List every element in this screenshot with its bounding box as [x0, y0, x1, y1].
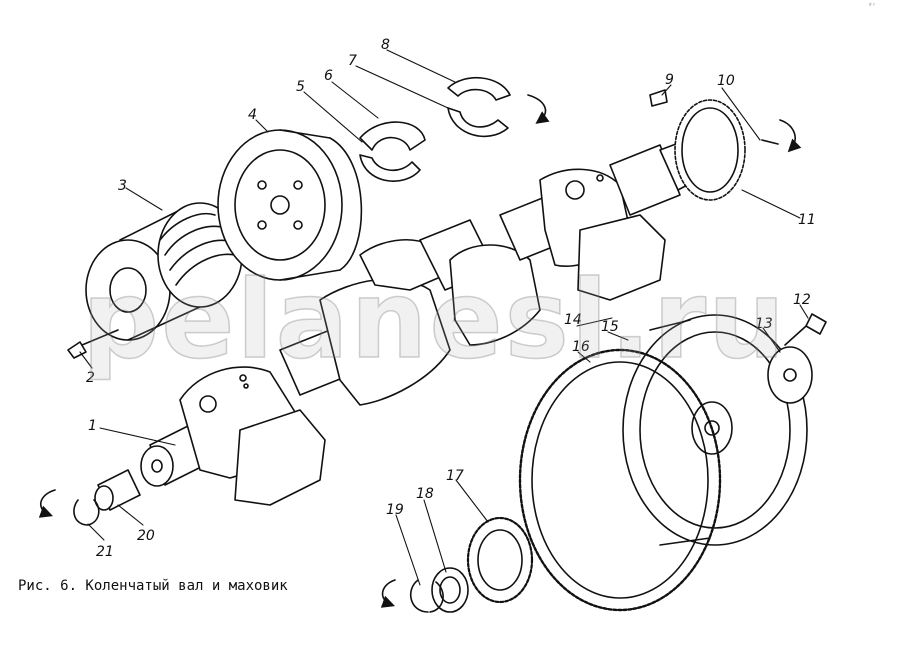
callout-8: 8 [381, 37, 390, 53]
leader-lines [79, 49, 809, 586]
circlip-front [38, 489, 100, 526]
callout-18: 18 [416, 486, 434, 502]
callout-2: 2 [86, 370, 95, 386]
crankshaft [140, 132, 719, 506]
callout-12: 12 [793, 292, 811, 308]
corner-mark: ᵈʳ [868, 2, 877, 10]
callout-labels: 1 2 3 4 5 6 7 8 9 10 11 12 13 14 15 16 1… [86, 37, 816, 560]
flywheel [622, 314, 808, 546]
flywheel-bolt [767, 313, 827, 404]
callout-19: 19 [386, 502, 404, 518]
main-bearing-shells [359, 121, 426, 182]
front-bushing [94, 469, 141, 511]
callout-17: 17 [446, 468, 464, 484]
callout-3: 3 [118, 178, 127, 194]
callout-20: 20 [137, 528, 155, 544]
circlip-rear [380, 579, 444, 613]
callout-4: 4 [248, 107, 257, 123]
callout-6: 6 [324, 68, 333, 84]
bearing-sleeve [431, 567, 469, 613]
small-gear [466, 516, 534, 604]
figure-caption: Рис. 6. Коленчатый вал и маховик [18, 578, 288, 594]
callout-15: 15 [601, 319, 619, 335]
thrust-washers [447, 76, 550, 138]
callout-10: 10 [717, 73, 735, 89]
callout-7: 7 [348, 53, 357, 69]
callout-16: 16 [572, 339, 590, 355]
callout-11: 11 [798, 212, 816, 228]
pulley [85, 202, 243, 341]
callout-21: 21 [96, 544, 114, 560]
callout-5: 5 [296, 79, 305, 95]
ring-gear [518, 348, 722, 612]
callout-1: 1 [88, 418, 97, 434]
damper [217, 129, 363, 281]
callout-13: 13 [755, 316, 773, 332]
callout-14: 14 [564, 312, 582, 328]
callout-9: 9 [665, 72, 674, 88]
